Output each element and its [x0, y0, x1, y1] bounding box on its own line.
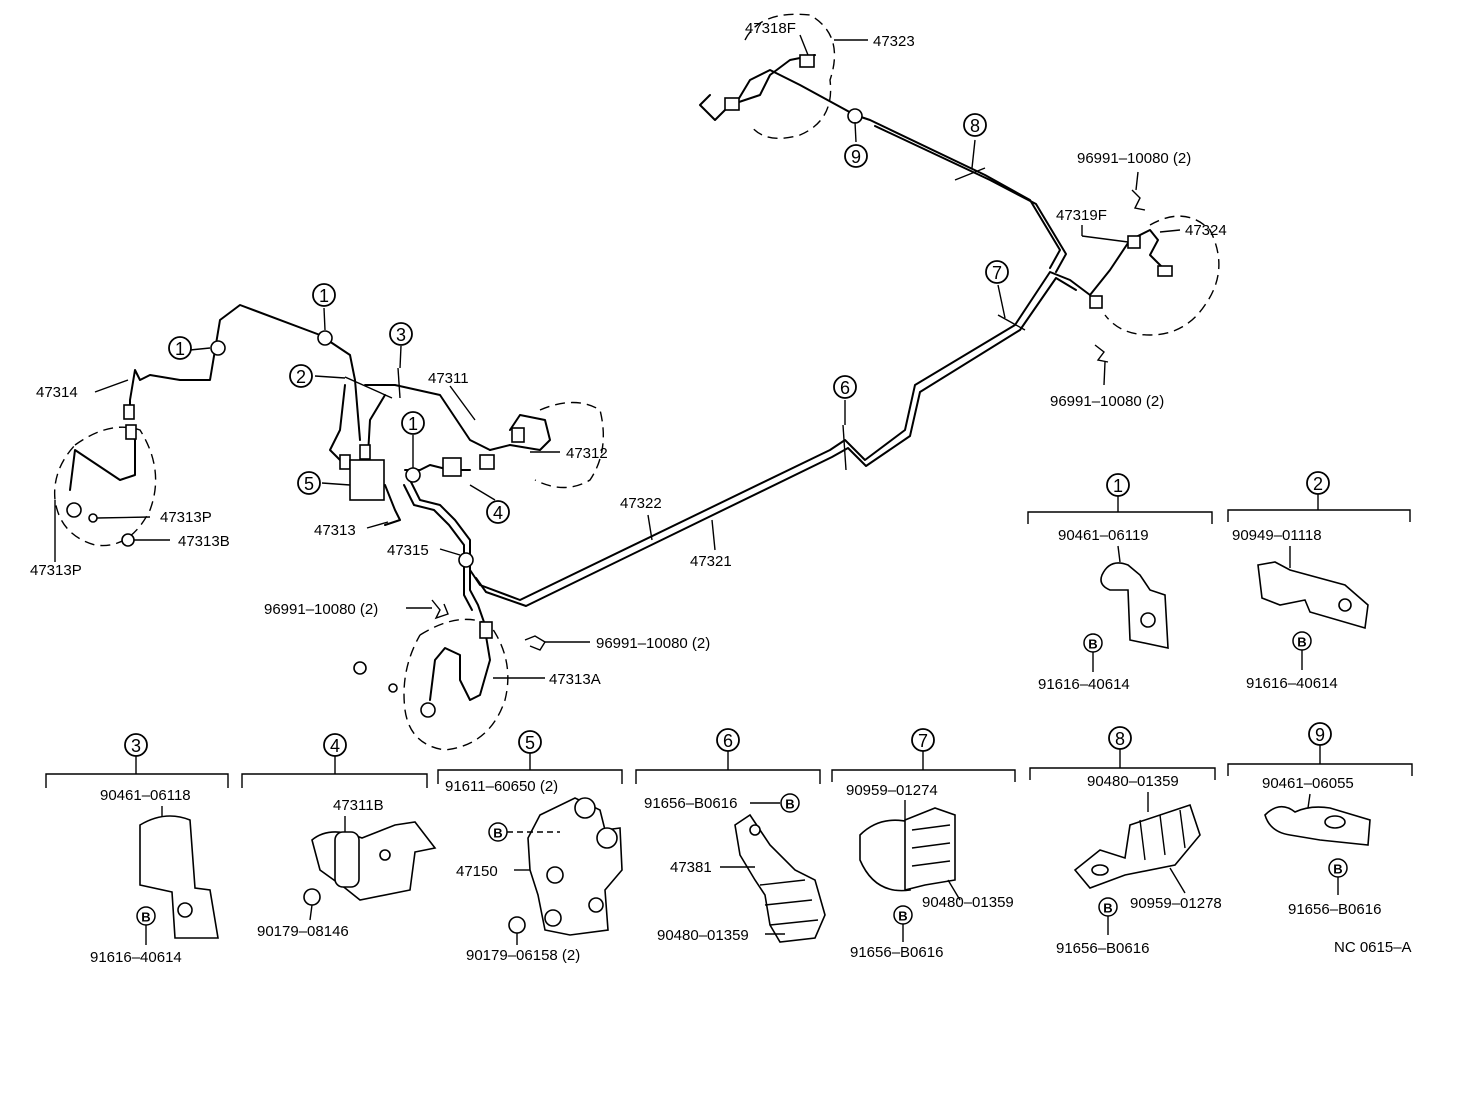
detail-4: 4 47311B 90179–08146: [241, 733, 437, 940]
svg-text:90179–08146: 90179–08146: [257, 923, 349, 940]
svg-text:90480–01359: 90480–01359: [1087, 773, 1179, 790]
svg-text:90949–01118: 90949–01118: [1232, 527, 1322, 544]
ref-marker-4: 4: [486, 500, 510, 524]
label-47324: 47324: [1185, 222, 1227, 239]
svg-text:1: 1: [319, 286, 329, 306]
label-47315: 47315: [387, 542, 429, 559]
detail-1: 1 90461–06119 B 91616–40614: [1027, 473, 1213, 693]
detail-8: 8 90480–01359 90959–01278 B 91656–B0616: [1029, 726, 1222, 957]
svg-text:B: B: [493, 826, 502, 841]
figure-code: NC 0615–A: [1334, 939, 1412, 956]
svg-text:2: 2: [296, 367, 306, 387]
svg-text:7: 7: [992, 263, 1002, 283]
label-96991-mid: 96991–10080 (2): [596, 635, 710, 652]
ref-marker-2: 2: [289, 364, 313, 388]
label-96991-left: 96991–10080 (2): [264, 601, 378, 618]
label-47313: 47313: [314, 522, 356, 539]
svg-text:47150: 47150: [456, 863, 498, 880]
ref-marker-5: 5: [297, 471, 321, 495]
ref-markers: 1 1 1 2 3 4 5 6 7 8 9: [168, 113, 1009, 524]
label-47323: 47323: [873, 33, 915, 50]
detail-7: 7 90959–01274 90480–01359 B 91656–B0616: [831, 728, 1016, 961]
svg-text:B: B: [898, 909, 907, 924]
ref-marker-9: 9: [844, 144, 868, 168]
svg-text:91656–B0616: 91656–B0616: [1288, 901, 1381, 918]
svg-text:90480–01359: 90480–01359: [922, 894, 1014, 911]
detail-2: 2 90949–01118 B 91616–40614: [1227, 471, 1411, 692]
svg-text:7: 7: [918, 731, 928, 751]
svg-text:3: 3: [396, 325, 406, 345]
svg-text:91616–40614: 91616–40614: [1038, 676, 1130, 693]
label-96991-right: 96991–10080 (2): [1050, 393, 1164, 410]
tube-clamps: [344, 167, 1026, 471]
svg-text:B: B: [785, 797, 794, 812]
label-47312: 47312: [566, 445, 608, 462]
clip-springs: [431, 189, 1146, 651]
svg-text:91616–40614: 91616–40614: [1246, 675, 1338, 692]
ref-marker-6: 6: [833, 375, 857, 399]
svg-text:4: 4: [330, 736, 340, 756]
svg-text:9: 9: [851, 147, 861, 167]
svg-text:1: 1: [175, 339, 185, 359]
svg-text:1: 1: [1113, 476, 1123, 496]
label-47313P-a: 47313P: [160, 509, 212, 526]
svg-text:90461–06118: 90461–06118: [100, 787, 191, 804]
label-47313A: 47313A: [549, 671, 601, 688]
svg-text:8: 8: [1115, 729, 1125, 749]
leader-lines: [54, 34, 1181, 679]
svg-text:91656–B0616: 91656–B0616: [850, 944, 943, 961]
svg-text:B: B: [141, 910, 150, 925]
svg-text:B: B: [1297, 635, 1306, 650]
svg-text:91616–40614: 91616–40614: [90, 949, 182, 966]
svg-text:6: 6: [840, 378, 850, 398]
svg-text:91656–B0616: 91656–B0616: [1056, 940, 1149, 957]
svg-text:4: 4: [493, 503, 503, 523]
svg-text:5: 5: [304, 474, 314, 494]
detail-3: 3 90461–06118 B 91616–40614: [45, 733, 229, 966]
label-47321: 47321: [690, 553, 732, 570]
svg-text:9: 9: [1315, 725, 1325, 745]
svg-text:8: 8: [970, 116, 980, 136]
ref-marker-7: 7: [985, 260, 1009, 284]
svg-text:90461–06119: 90461–06119: [1058, 527, 1149, 544]
svg-text:3: 3: [131, 736, 141, 756]
label-96991-top: 96991–10080 (2): [1077, 150, 1191, 167]
label-47318F: 47318F: [745, 20, 796, 37]
svg-text:91611–60650 (2): 91611–60650 (2): [445, 778, 558, 795]
label-47319F: 47319F: [1056, 207, 1107, 224]
label-47313P-b: 47313P: [30, 562, 82, 579]
ref-marker-1-c: 1: [401, 411, 425, 435]
svg-text:B: B: [1088, 637, 1097, 652]
label-47314: 47314: [36, 384, 78, 401]
brake-tubes: [69, 54, 1166, 701]
label-47313B: 47313B: [178, 533, 230, 550]
detail-9: 9 90461–06055 B 91656–B0616: [1227, 722, 1413, 918]
part-callouts: 47318F 47323 96991–10080 (2) 47319F 4732…: [30, 20, 1227, 688]
svg-text:90959–01274: 90959–01274: [846, 782, 938, 799]
detail-6: 6 91656–B0616 B 47381 90480–01359: [635, 728, 826, 944]
svg-text:91656–B0616: 91656–B0616: [644, 795, 737, 812]
svg-text:47311B: 47311B: [333, 797, 384, 814]
label-47311: 47311: [428, 370, 469, 387]
svg-text:5: 5: [525, 733, 535, 753]
svg-text:90959–01278: 90959–01278: [1130, 895, 1222, 912]
svg-text:47381: 47381: [670, 859, 712, 876]
ref-marker-8: 8: [963, 113, 987, 137]
ref-marker-3: 3: [389, 322, 413, 346]
ref-marker-1-a: 1: [168, 336, 192, 360]
svg-text:90461–06055: 90461–06055: [1262, 775, 1354, 792]
ref-marker-1-b: 1: [312, 283, 336, 307]
svg-text:1: 1: [408, 414, 418, 434]
svg-text:2: 2: [1313, 474, 1323, 494]
fittings: [66, 54, 1173, 718]
label-47322: 47322: [620, 495, 662, 512]
svg-text:B: B: [1333, 862, 1342, 877]
detail-5: 5 91611–60650 (2) B 47150 90179–06158 (2…: [437, 730, 623, 964]
svg-text:90179–06158 (2): 90179–06158 (2): [466, 947, 580, 964]
svg-text:90480–01359: 90480–01359: [657, 927, 749, 944]
svg-text:6: 6: [723, 731, 733, 751]
svg-text:B: B: [1103, 901, 1112, 916]
